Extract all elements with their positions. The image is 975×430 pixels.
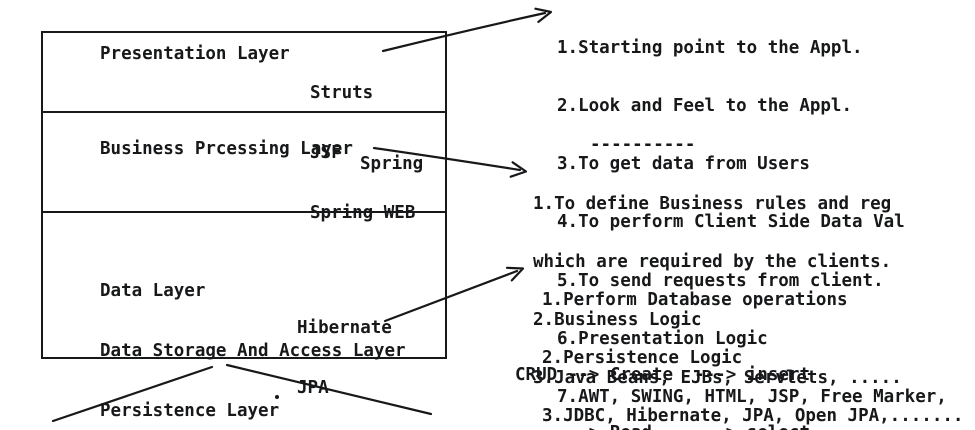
note-line: 1.Starting point to the Appl. [557,37,863,58]
note-line: 3.JDBC, Hibernate, JPA, Open JPA,....... [542,406,964,427]
arrowhead-icon [509,161,528,178]
crud-mapping: CRUD --> Create ---> insert --> Read ---… [515,327,821,430]
crud-line: CRUD --> Create ---> insert [515,364,811,385]
note-line: 4.To perform Client Side Data Val [557,212,905,233]
divider-presentation-business [41,111,447,113]
note-line: 7.AWT, SWING, HTML, JSP, Free Marker, [557,387,947,408]
note-line: 2.Look and Feel to the Appl. [557,96,853,117]
layers-box [41,31,447,359]
arrowhead-icon [505,266,525,282]
note-line: 1.To define Business rules and reg [533,193,892,214]
tech-item: JPA [297,378,329,398]
note-line: 6.Presentation Logic [557,328,768,349]
note-line: 3.To get data from Users [557,154,810,175]
data-tech-list: Hibernate JPA Spring-JDBC Spring-ORM Spr… [297,278,455,430]
tech-item: Spring WEB [310,203,416,223]
presentation-notes: 1.Starting point to the Appl. 2.Look and… [557,0,947,430]
presentation-layer-title: Presentation Layer [100,44,290,64]
divider-business-data [41,211,447,213]
continuation-dashes: ---------- [590,135,696,155]
arrowhead-icon [534,7,553,23]
tech-item: Hibernate [297,318,392,338]
business-notes: 1.To define Business rules and reg which… [533,156,902,428]
tech-item: Struts [310,83,374,103]
data-layer-title: Data Storage And Access Layer [100,341,406,361]
crud-line: --> Read ------> select [515,423,821,430]
business-tech-list: Spring [360,154,424,174]
presentation-tech-list: Struts JSF Spring WEB [310,43,415,263]
note-line: 2.Business Logic [533,310,702,331]
note-line: 3.Java Beans, EJBs, Servlets, ..... [533,368,902,389]
note-line: 1.Perform Database operations [542,289,848,310]
note-line: which are required by the clients. [533,252,892,273]
data-notes: 1.Perform Database operations 2.Persiste… [542,252,963,430]
note-line: 5.To send requests from client. [557,270,884,291]
business-layer-title: Business Prcessing Layer [100,139,353,159]
tech-item: JSF [310,143,342,163]
note-line: 2.Persistence Logic [542,348,743,369]
data-layer-title: Data Layer [100,281,206,301]
